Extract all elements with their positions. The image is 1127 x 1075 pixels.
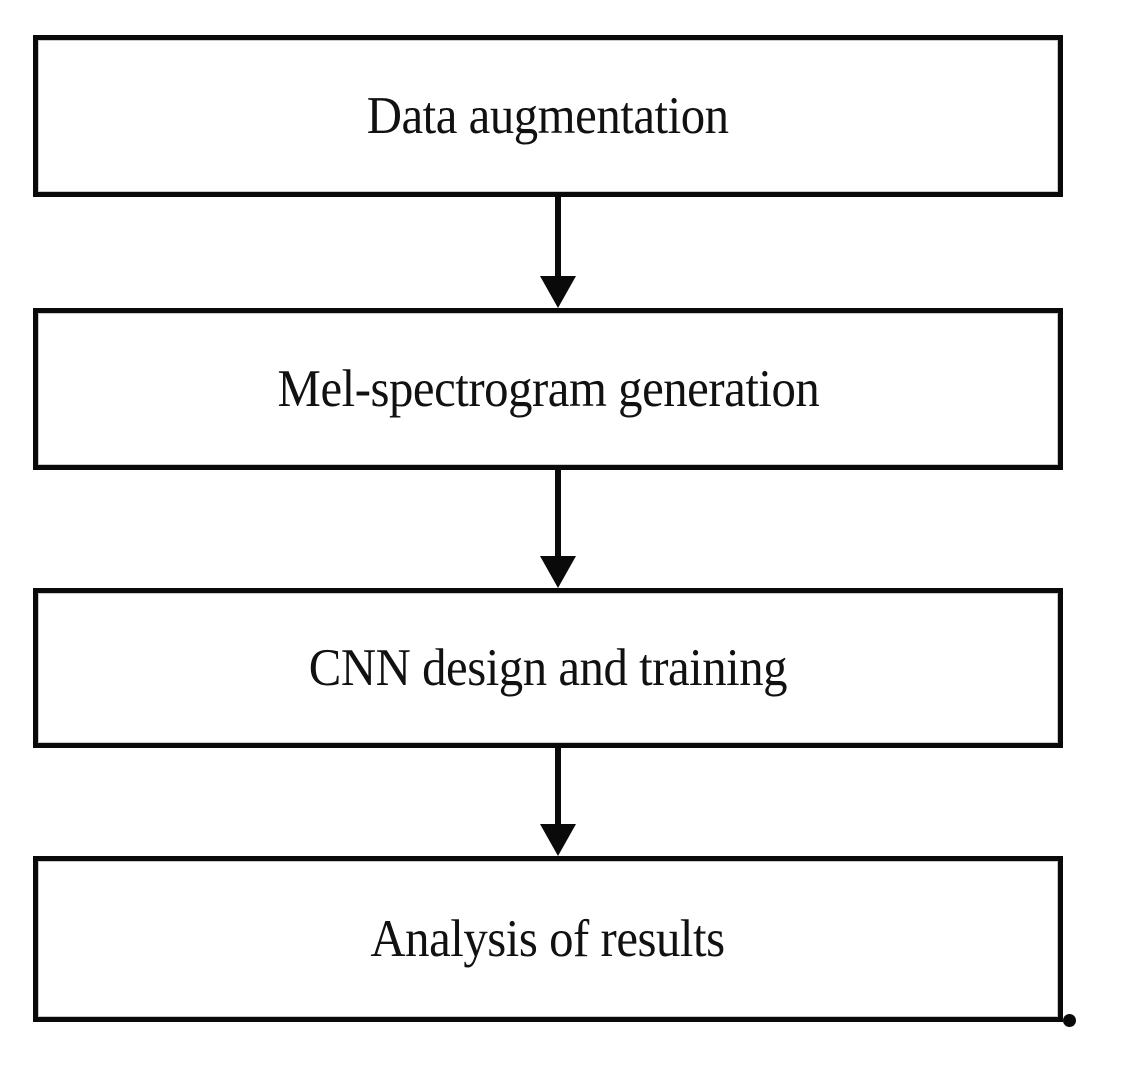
flow-connector-spectrogram-to-cnn xyxy=(538,470,578,588)
flow-node-cnn-design-and-training[interactable]: CNN design and training xyxy=(33,588,1063,748)
flow-node-analysis-of-results[interactable]: Analysis of results xyxy=(33,856,1063,1022)
flow-connector-cnn-to-analysis xyxy=(538,748,578,856)
flow-connector-augmentation-to-spectrogram xyxy=(538,197,578,308)
scan-speck-artifact xyxy=(1063,1014,1076,1027)
flow-node-label: CNN design and training xyxy=(308,638,788,697)
arrow-down-icon xyxy=(540,197,576,308)
arrow-down-icon xyxy=(540,470,576,588)
flow-node-label: Mel-spectrogram generation xyxy=(277,359,819,418)
flow-node-label: Analysis of results xyxy=(370,909,726,968)
flow-node-data-augmentation[interactable]: Data augmentation xyxy=(33,35,1063,197)
flow-node-mel-spectrogram-generation[interactable]: Mel-spectrogram generation xyxy=(33,308,1063,470)
flow-node-label: Data augmentation xyxy=(367,86,729,145)
arrow-down-icon xyxy=(540,748,576,856)
